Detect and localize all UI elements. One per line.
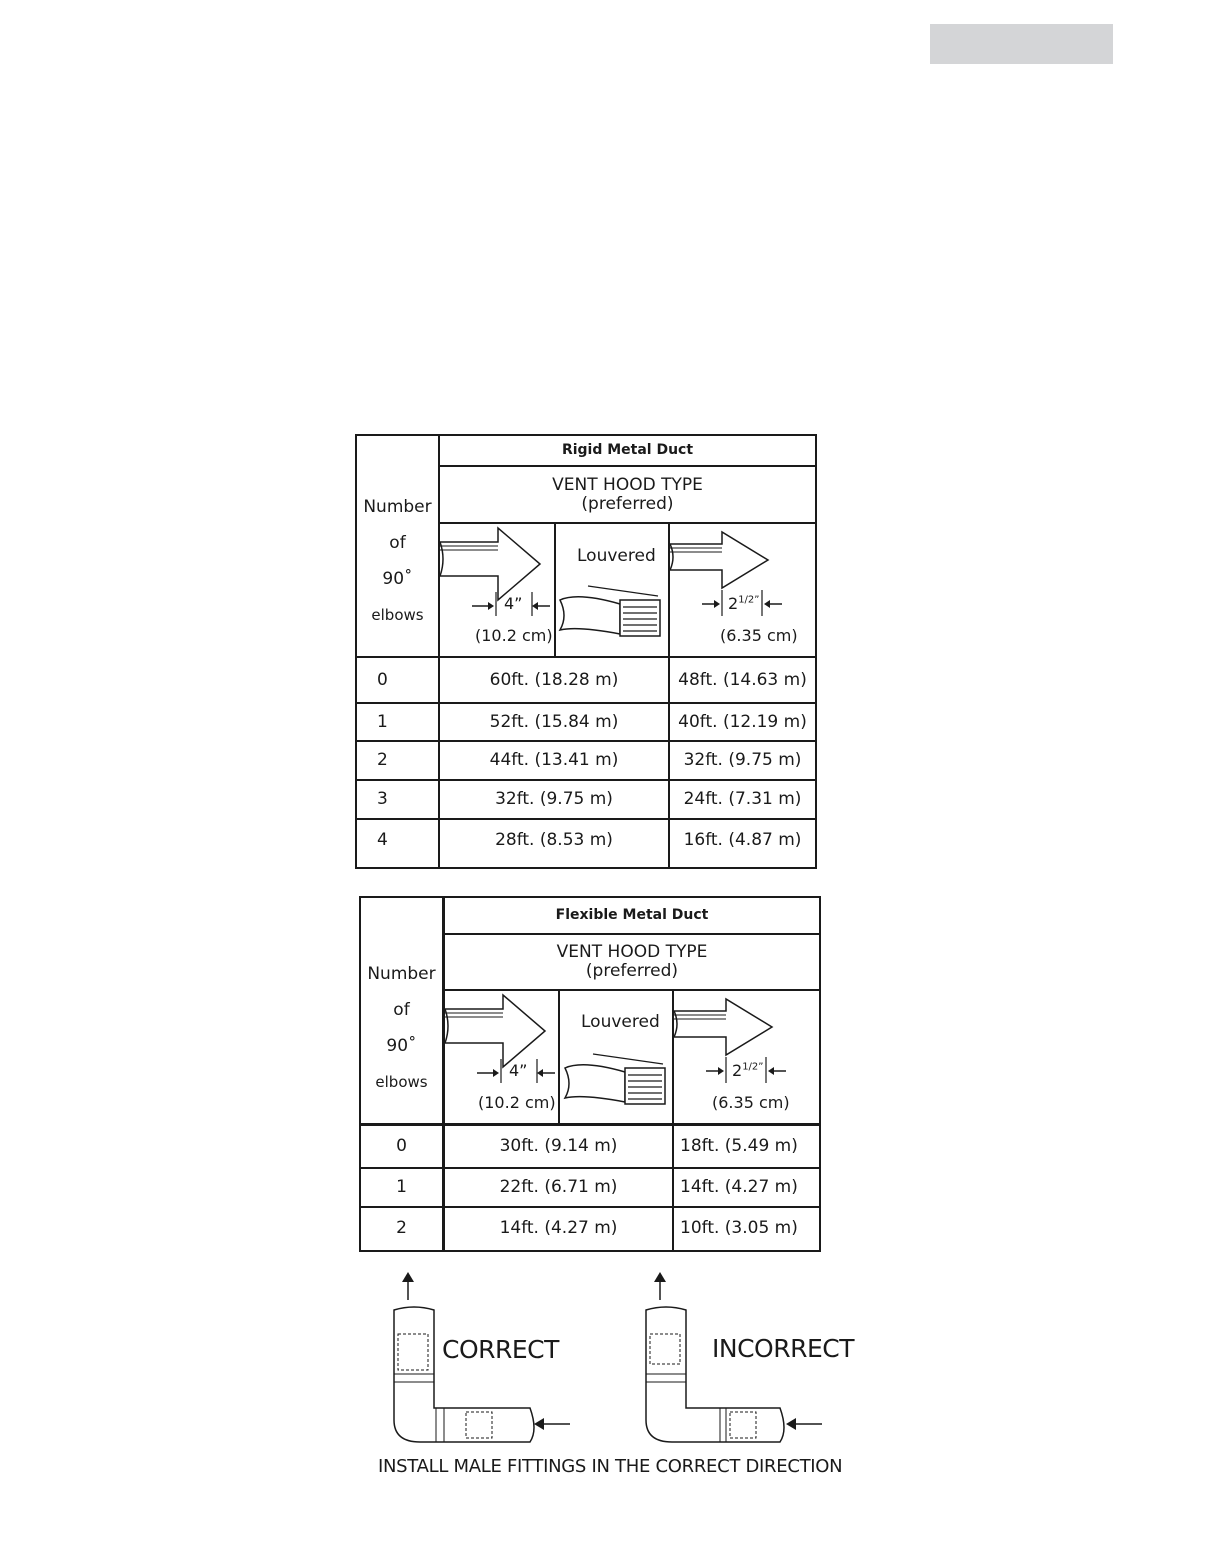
- 4-inch-label: 4”: [509, 1061, 528, 1080]
- elbows-label-of: of: [389, 533, 406, 553]
- 2-5-inch-vent-hood-icon: [674, 997, 786, 1083]
- elbows-label-90: 90˚: [386, 1036, 417, 1056]
- louvered-vent-icon: [558, 585, 661, 637]
- 4-inch-label: 4”: [504, 594, 523, 613]
- fittings-caption: INSTALL MALE FITTINGS IN THE CORRECT DIR…: [378, 1456, 843, 1477]
- incorrect-label: INCORRECT: [712, 1334, 854, 1363]
- 4-inch-vent-hood-icon: [440, 526, 550, 616]
- elbows-label-elbows: elbows: [371, 606, 424, 624]
- 4-inch-vent-hood-icon: [445, 993, 555, 1083]
- louvered-label: Louvered: [577, 546, 656, 566]
- table-cell-4in: 22ft. (6.71 m): [499, 1177, 618, 1198]
- 4-inch-cm-label: (10.2 cm): [478, 1093, 556, 1112]
- elbows-label-90: 90˚: [382, 569, 413, 589]
- elbows-label-elbows: elbows: [375, 1073, 428, 1091]
- elbows-label-of: of: [393, 1000, 410, 1020]
- table-cell-4in: 32ft. (9.75 m): [495, 789, 613, 810]
- flexible-duct-table: Flexible Metal Duct VENT HOOD TYPE (pref…: [359, 896, 821, 1252]
- elbows-column-header: Number of 90˚ elbows: [361, 933, 442, 1123]
- preferred-label: (preferred): [581, 493, 674, 514]
- table-cell-25in: 10ft. (3.05 m): [680, 1217, 798, 1238]
- table-row-elbows: 4: [377, 829, 388, 850]
- table-cell-4in: 44ft. (13.41 m): [489, 750, 619, 771]
- correct-fitting-diagram: [393, 1272, 570, 1443]
- 4-inch-cm-label: (10.2 cm): [475, 626, 553, 645]
- elbows-label-number: Number: [367, 964, 436, 984]
- table-cell-4in: 52ft. (15.84 m): [489, 711, 619, 732]
- 2-5-inch-whole: 2: [732, 1061, 743, 1080]
- table-cell-25in: 32ft. (9.75 m): [683, 750, 802, 771]
- table-cell-25in: 40ft. (12.19 m): [678, 711, 807, 732]
- vent-hood-type-label: VENT HOOD TYPE: [552, 474, 703, 495]
- vent-hood-type-header: VENT HOOD TYPE (preferred): [445, 935, 819, 989]
- table-cell-4in: 28ft. (8.53 m): [495, 829, 613, 850]
- vent-hood-type-header: VENT HOOD TYPE (preferred): [440, 467, 815, 522]
- elbows-label-number: Number: [363, 497, 432, 517]
- rigid-table-title: Rigid Metal Duct: [561, 441, 694, 458]
- table-cell-25in: 24ft. (7.31 m): [683, 789, 802, 810]
- table-row-elbows: 2: [396, 1217, 407, 1238]
- table-cell-25in: 16ft. (4.87 m): [683, 829, 802, 850]
- table-cell-4in: 60ft. (18.28 m): [489, 669, 619, 690]
- preferred-label: (preferred): [585, 961, 679, 981]
- table-row-elbows: 3: [377, 789, 388, 810]
- 2-5-inch-cm-label: (6.35 cm): [712, 1093, 790, 1112]
- 2-5-inch-whole: 2: [728, 594, 739, 613]
- 2-5-inch-vent-hood-icon: [670, 530, 782, 616]
- table-cell-25in: 18ft. (5.49 m): [680, 1136, 798, 1157]
- table-row-elbows: 1: [396, 1177, 407, 1198]
- page-tab: [930, 24, 1113, 64]
- elbows-column-header: Number of 90˚ elbows: [357, 466, 438, 656]
- 2-5-inch-fraction: 1/2”: [742, 1061, 764, 1073]
- table-cell-4in: 14ft. (4.27 m): [499, 1217, 618, 1238]
- table-row-elbows: 0: [396, 1136, 407, 1157]
- louvered-vent-icon: [563, 1053, 666, 1105]
- 2-5-inch-cm-label: (6.35 cm): [720, 626, 798, 645]
- louvered-label: Louvered: [581, 1012, 660, 1032]
- table-cell-25in: 48ft. (14.63 m): [678, 669, 807, 690]
- flex-table-title: Flexible Metal Duct: [555, 906, 709, 923]
- vent-hood-type-label: VENT HOOD TYPE: [556, 942, 708, 963]
- rigid-duct-table: Rigid Metal Duct VENT HOOD TYPE (preferr…: [355, 434, 817, 869]
- incorrect-fitting-diagram: [645, 1272, 822, 1443]
- table-row-elbows: 0: [377, 669, 388, 690]
- table-row-elbows: 2: [377, 750, 388, 771]
- table-cell-25in: 14ft. (4.27 m): [680, 1177, 798, 1198]
- table-cell-4in: 30ft. (9.14 m): [499, 1136, 618, 1157]
- 2-5-inch-label: 21/2”: [728, 594, 759, 613]
- 2-5-inch-fraction: 1/2”: [738, 594, 760, 606]
- 2-5-inch-label: 21/2”: [732, 1061, 763, 1080]
- correct-label: CORRECT: [442, 1335, 559, 1364]
- table-row-elbows: 1: [377, 711, 388, 732]
